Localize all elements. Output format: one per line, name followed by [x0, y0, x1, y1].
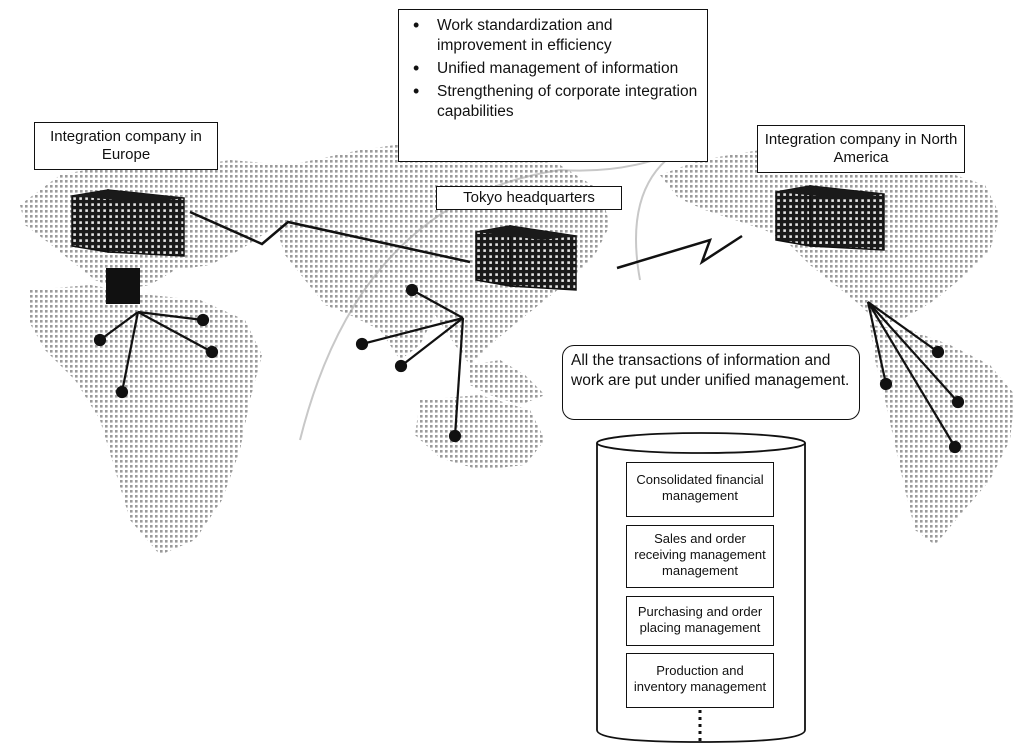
branch-dot [948, 440, 962, 454]
benefit-item: Unified management of information [411, 58, 699, 79]
label-tokyo-text: Tokyo headquarters [463, 189, 595, 206]
spoke-line [120, 311, 140, 393]
spoke-line [99, 311, 139, 341]
function-label: Purchasing and order placing management [637, 604, 763, 635]
branch-dot [394, 359, 408, 373]
unified-management-callout: All the transactions of information and … [562, 345, 860, 420]
spoke-line [361, 316, 464, 346]
spoke-line [137, 311, 213, 353]
spoke-line [400, 317, 464, 367]
branch-dot [196, 313, 210, 327]
branch-dot [405, 283, 419, 297]
spoke-line [867, 301, 939, 353]
branch-dot [205, 345, 219, 359]
branch-spokes [93, 283, 965, 454]
network-links [189, 210, 743, 270]
function-label: Consolidated financial management [636, 472, 764, 503]
function-label: Sales and order receiving management man… [634, 531, 766, 578]
label-europe: Integration company in Europe [34, 122, 218, 170]
benefits-box: Work standardization and improvement in … [398, 9, 708, 162]
branch-dot [93, 333, 107, 347]
building-icon-tokyo [475, 225, 577, 291]
map-south-america [870, 325, 1015, 545]
link-europe-tokyo [189, 210, 471, 264]
benefits-list: Work standardization and improvement in … [411, 15, 699, 122]
map-southeast-asia [470, 360, 545, 405]
building-icon-north-america [775, 185, 885, 251]
map-australia [415, 395, 545, 470]
function-label: Production and inventory management [633, 663, 767, 694]
branch-dot [115, 385, 129, 399]
branch-dot [931, 345, 945, 359]
building-icon-europe [71, 189, 185, 257]
database-top [596, 432, 806, 454]
spoke-line [453, 317, 465, 437]
world-map [20, 140, 1015, 555]
label-europe-text: Integration company in Europe [50, 128, 202, 163]
label-north-america-text: Integration company in North America [764, 131, 958, 166]
spoke-line [867, 301, 956, 448]
function-box-sales: Sales and order receiving management man… [626, 525, 774, 588]
callout-text: All the transactions of information and … [571, 352, 850, 389]
spoke-line [411, 289, 464, 319]
function-box-purchasing: Purchasing and order placing management [626, 596, 774, 646]
map-africa [28, 285, 262, 555]
spoke-line [866, 301, 888, 385]
branch-dot [448, 429, 462, 443]
branch-dot [879, 377, 893, 391]
branch-dot [951, 395, 965, 409]
spoke-line [867, 301, 959, 403]
benefit-item: Work standardization and improvement in … [411, 15, 699, 56]
label-tokyo: Tokyo headquarters [436, 186, 622, 210]
link-tokyo-north-america [616, 234, 743, 270]
benefit-item: Strengthening of corporate integration c… [411, 81, 699, 122]
label-north-america: Integration company in North America [757, 125, 965, 173]
branch-dot [355, 337, 369, 351]
function-box-production: Production and inventory management [626, 653, 774, 708]
function-box-financial: Consolidated financial management [626, 462, 774, 517]
spoke-line [137, 310, 204, 322]
small-building-icon-europe [106, 268, 140, 304]
